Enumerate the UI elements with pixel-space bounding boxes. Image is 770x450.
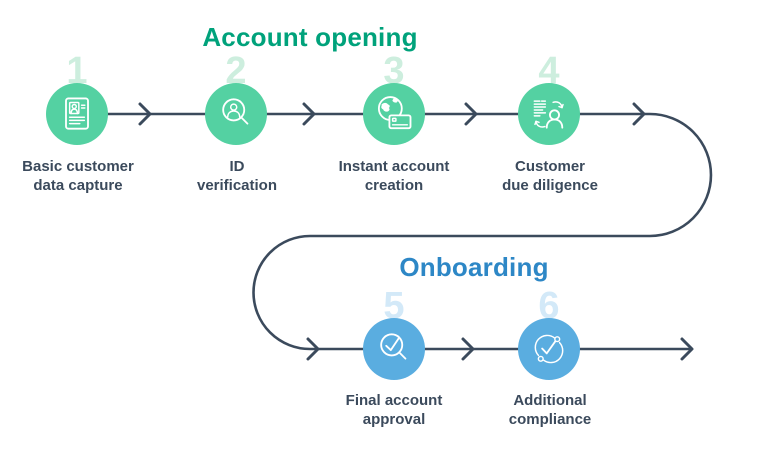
step-3-circle xyxy=(363,83,425,145)
step-6-number: 6 xyxy=(538,285,560,327)
phase-title-account-opening: Account opening xyxy=(202,22,418,52)
step-6-circle xyxy=(518,318,580,380)
step-5-number: 5 xyxy=(383,285,405,327)
step-2-number: 2 xyxy=(225,50,247,92)
flow-arrow-icon xyxy=(302,102,316,126)
magnifier-person-icon xyxy=(222,98,249,125)
list-person-sync-icon xyxy=(533,100,564,129)
flow-arrow-icon xyxy=(461,337,475,361)
flow-arrow-icon xyxy=(680,337,694,361)
phase-title-onboarding: Onboarding xyxy=(399,252,549,282)
step-2-circle xyxy=(205,83,267,145)
step-1-number: 1 xyxy=(66,50,88,92)
globe-card-icon xyxy=(377,96,412,130)
flow-arrow-icon xyxy=(138,102,152,126)
step-3-label: Instant account creation xyxy=(338,158,450,195)
step-1-circle xyxy=(46,83,108,145)
step-4-number: 4 xyxy=(538,50,560,92)
step-4-label: Customer due diligence xyxy=(502,158,598,195)
id-card-icon xyxy=(65,97,89,130)
magnifier-check-icon xyxy=(380,333,407,360)
step-3-number: 3 xyxy=(383,50,405,92)
step-6-label: Additional compliance xyxy=(508,392,592,429)
step-1-label: Basic customer data capture xyxy=(22,158,134,195)
step-5-label: Final account approval xyxy=(345,392,443,429)
sync-check-icon xyxy=(534,334,564,364)
flow-connector-path xyxy=(77,112,713,351)
step-4-circle xyxy=(518,83,580,145)
flow-arrow-icon xyxy=(632,102,646,126)
flow-arrow-icon xyxy=(306,337,320,361)
flow-arrow-icon xyxy=(464,102,478,126)
step-2-label: ID verification xyxy=(196,158,278,195)
step-5-circle xyxy=(363,318,425,380)
